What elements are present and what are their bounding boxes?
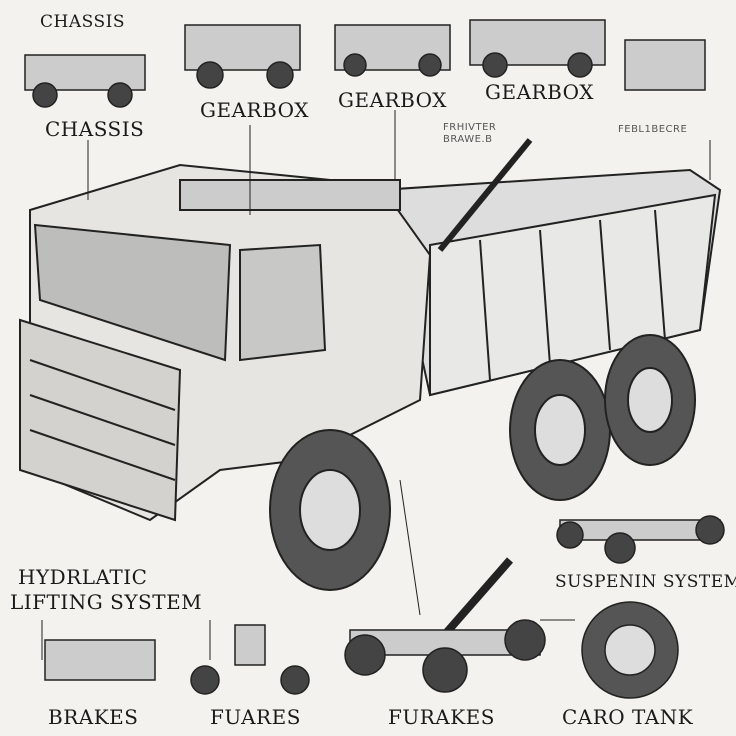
leader-lines	[41, 110, 711, 660]
label-caro-tank: CARO TANK	[562, 705, 694, 729]
label-gearbox-3: GEARBOX	[485, 80, 594, 104]
label-gearbox-1: GEARBOX	[200, 98, 309, 122]
label-gearbox-2: GEARBOX	[338, 88, 447, 112]
label-suspension: SUSPENIN SYSTEM	[555, 572, 736, 592]
label-chassis: CHASSIS	[45, 117, 145, 141]
label-small-1a: FRHIVTER	[443, 122, 497, 133]
label-small-1b: BRAWE.B	[443, 134, 493, 145]
label-chassis-top: CHASSIS	[40, 12, 125, 32]
label-hydraulic-1: HYDRLATIC	[18, 565, 148, 589]
label-fuares: FUARES	[210, 705, 301, 729]
thumbnail-parts-bottom	[44, 515, 725, 699]
thumbnail-trucks-top	[24, 19, 706, 108]
label-brakes: BRAKES	[48, 705, 139, 729]
label-small-2: FEBL1BECRE	[618, 124, 688, 135]
label-hydraulic-2: LIFTING SYSTEM	[10, 590, 203, 614]
label-furakes: FURAKES	[388, 705, 495, 729]
wheels	[269, 334, 696, 591]
